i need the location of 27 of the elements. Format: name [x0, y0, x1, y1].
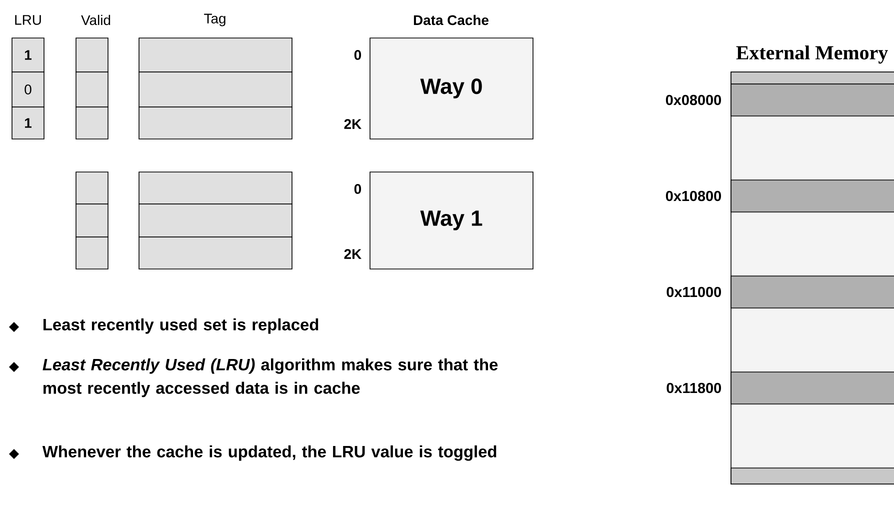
- lru-cell: 1: [12, 106, 44, 140]
- bullet-text: Whenever the cache is updated, the LRU value is toggled: [42, 445, 496, 461]
- cache-way-box: Way 0: [370, 38, 534, 140]
- bullet-text: Least recently used set is replaced: [44, 318, 318, 334]
- bullet-text: Least Recently Used (LRU) algorithm makes sure that the most recently accessed data is in cache: [42, 358, 498, 398]
- offset-label: 0: [354, 184, 362, 194]
- valid-cell: [76, 72, 108, 108]
- lru-cell: 0: [12, 72, 44, 108]
- offset-label: 0: [354, 50, 362, 60]
- tag-cell: [138, 172, 292, 204]
- tag-cell: [138, 72, 292, 108]
- valid-cell: [76, 106, 108, 140]
- offset-label: 2K: [344, 249, 362, 259]
- tag-cell: [138, 236, 292, 270]
- lru-cell: 1: [12, 38, 44, 72]
- valid-cell: [76, 38, 108, 72]
- tag-cell: [138, 204, 292, 238]
- tag-cell: [138, 38, 292, 72]
- node-label: External Memory: [736, 45, 888, 64]
- valid-cell: [76, 236, 108, 270]
- offset-label: 2K: [344, 119, 362, 129]
- valid-cell: [76, 204, 108, 238]
- cache-way-box: Way 1: [370, 172, 534, 270]
- column-header: LRU: [15, 15, 41, 25]
- valid-cell: [76, 172, 108, 204]
- column-header: Valid: [81, 14, 110, 26]
- tag-cell: [138, 106, 292, 140]
